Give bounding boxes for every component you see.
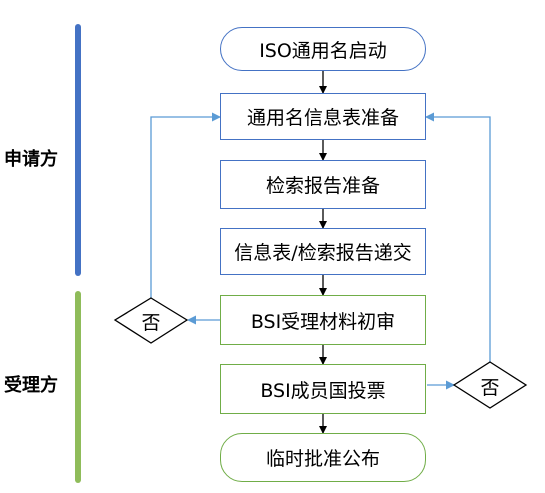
node-bsi-review: BSI受理材料初审	[220, 295, 426, 345]
decision-label-left: 否	[141, 312, 161, 334]
arrow-right-no-to-info	[425, 112, 491, 362]
node-iso-start: ISO通用名启动	[220, 27, 426, 71]
node-prepare-search: 检索报告准备	[220, 160, 426, 209]
node-prepare-info: 通用名信息表准备	[220, 93, 426, 140]
decision-diamond-right	[452, 361, 528, 409]
decision-diamond-left	[113, 297, 189, 344]
lane-bar-applicant	[75, 24, 81, 276]
node-publish: 临时批准公布	[220, 433, 426, 482]
node-submit: 信息表/检索报告递交	[220, 228, 426, 275]
lane-label-acceptor: 受理方	[4, 375, 58, 396]
lane-bar-acceptor	[75, 291, 81, 483]
node-bsi-vote: BSI成员国投票	[220, 364, 426, 414]
lane-label-applicant: 申请方	[4, 149, 58, 170]
decision-label-right: 否	[480, 377, 500, 399]
arrow-left-no-to-info	[150, 112, 221, 298]
